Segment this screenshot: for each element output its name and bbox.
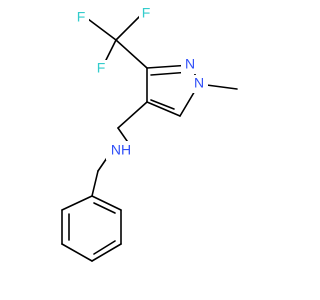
n2-label-halo bbox=[181, 56, 199, 74]
nitrogen-atom-label: N bbox=[194, 75, 204, 91]
atom-label-layer: F F F N N NH bbox=[74, 5, 208, 160]
f3-label-halo bbox=[94, 60, 109, 78]
bond-ph-double-2 bbox=[93, 240, 116, 255]
bond-c5-c4 bbox=[146, 101, 181, 117]
bond-ph-1 bbox=[61, 195, 93, 211]
bond-c4-ch2 bbox=[117, 101, 148, 129]
nitrogen-atom-label: N bbox=[185, 56, 195, 72]
bond-ph-3 bbox=[61, 243, 93, 262]
bond-benzyl-ch2-ring bbox=[91, 170, 99, 197]
fluorine-atom-label: F bbox=[97, 60, 106, 76]
fluorine-atom-label: F bbox=[77, 9, 86, 25]
bond-cf3-ring bbox=[115, 39, 148, 69]
amine-nh-label: NH bbox=[111, 142, 131, 158]
molecule-structure-diagram: F F F N N NH bbox=[61, 5, 238, 262]
bond-c5-c4-double bbox=[150, 99, 175, 110]
bond-f2-c bbox=[115, 15, 141, 41]
n1-label-halo bbox=[190, 75, 208, 93]
f1-label-halo bbox=[74, 9, 89, 27]
nh-label-halo bbox=[106, 141, 136, 160]
bond-ph-double-3 bbox=[93, 202, 116, 214]
bond-f1-c bbox=[87, 18, 117, 41]
bond-layer bbox=[61, 15, 238, 262]
bond-ph-4 bbox=[91, 243, 122, 262]
bond-ph-6 bbox=[91, 195, 122, 211]
f2-label-halo bbox=[139, 5, 154, 23]
fluorine-atom-label: F bbox=[142, 5, 151, 21]
